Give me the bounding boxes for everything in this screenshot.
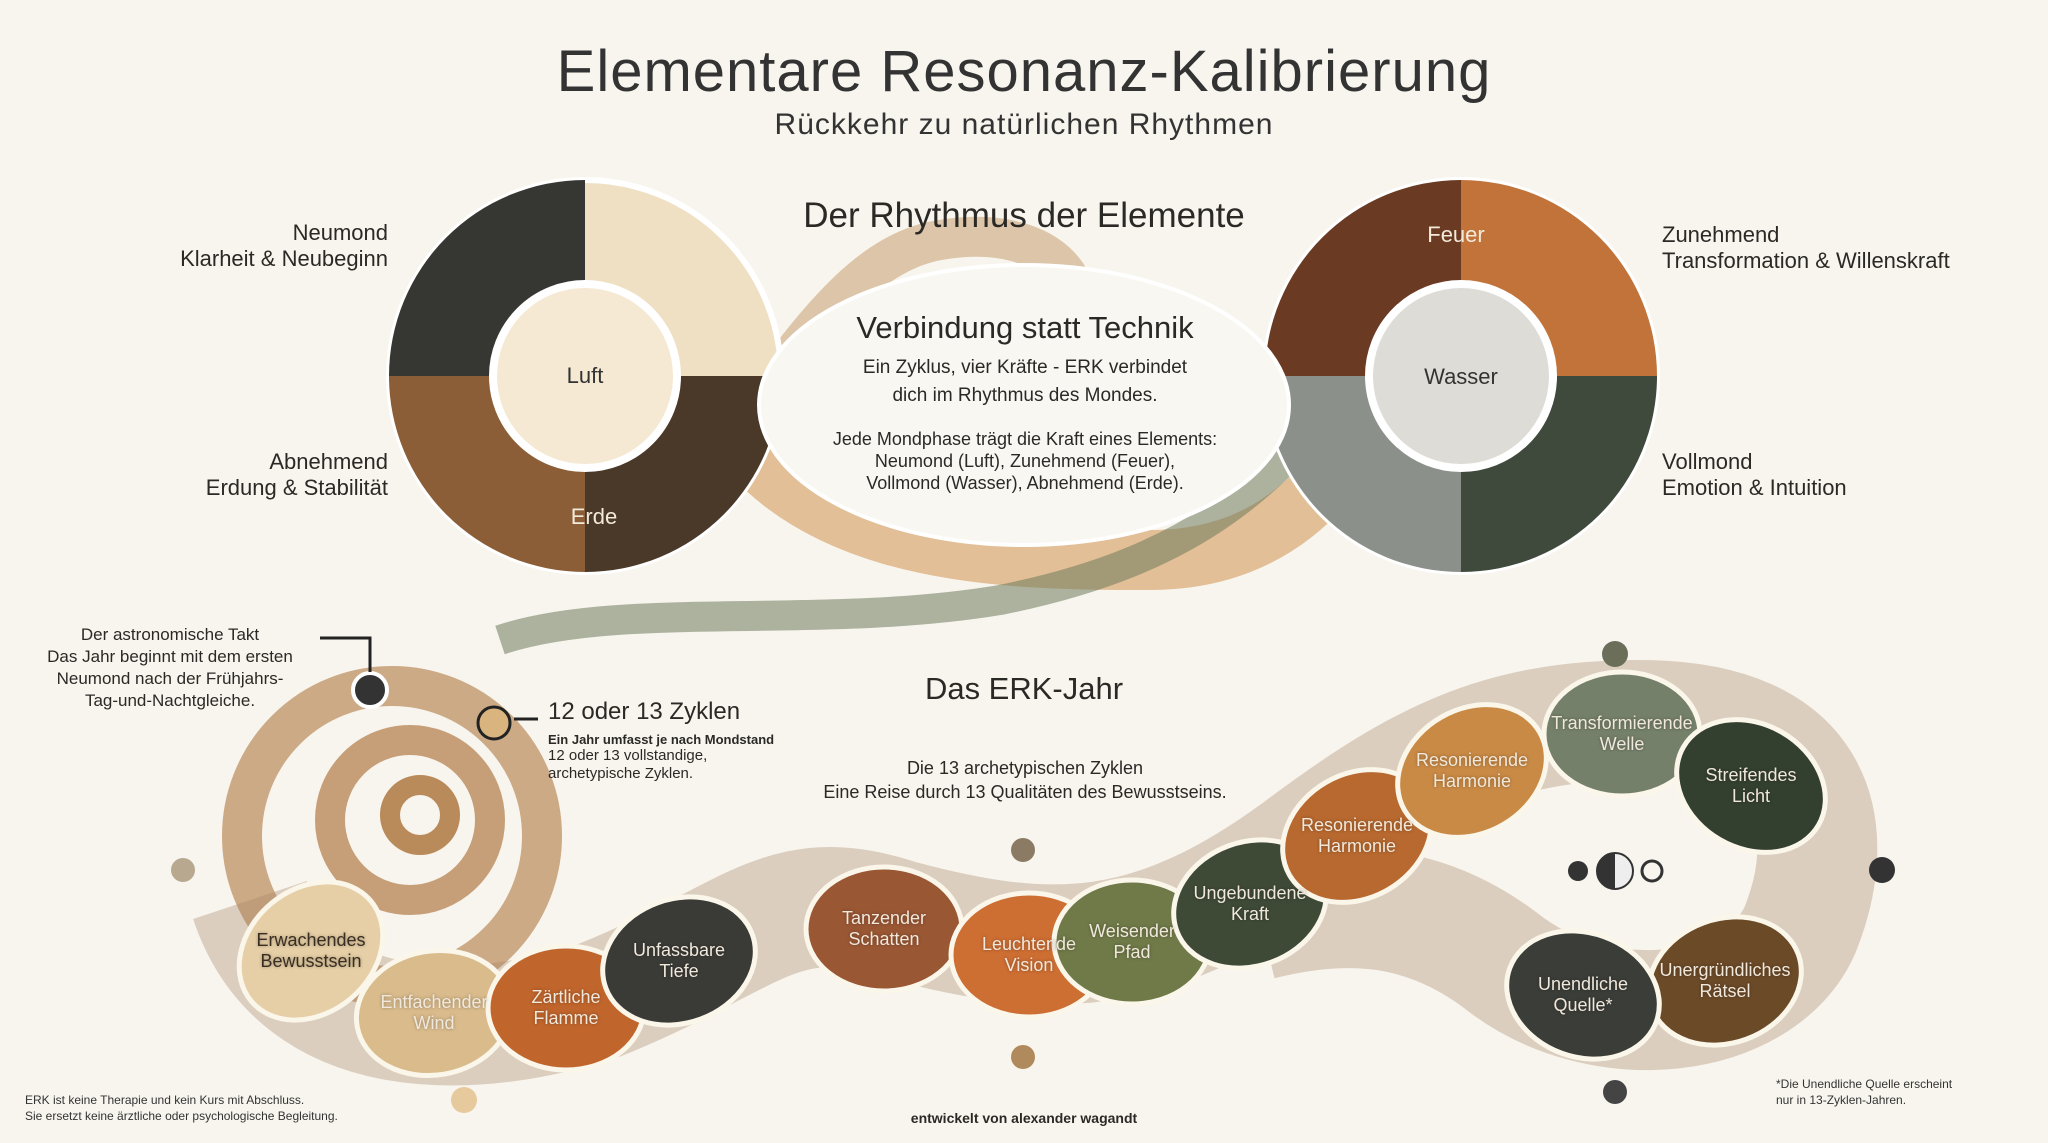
- moon-phase-icons: [171, 641, 1895, 1113]
- element-feuer: Feuer: [1427, 222, 1485, 247]
- center-line: Ein Zyklus, vier Kräfte - ERK verbindet: [862, 357, 1188, 378]
- cycle-moon-marker[interactable]: [476, 705, 512, 741]
- cycle-segment[interactable]: [211, 853, 410, 1048]
- center-detail: Neumond (Luft), Zunehmend (Feuer),: [874, 451, 1176, 471]
- center-title: Verbindung statt Technik: [856, 310, 1194, 345]
- year-section-title: Das ERK-Jahr: [924, 671, 1124, 706]
- disclaimer: ERK ist keine Therapie und kein Kurs mit…: [25, 1093, 338, 1123]
- center-detail: Vollmond (Wasser), Abnehmend (Erde).: [866, 473, 1184, 493]
- cycles-note: 12 oder 13 Zyklen Ein Jahr umfasst je na…: [548, 698, 775, 782]
- cycle-segment[interactable]: [584, 876, 773, 1046]
- center-oval: [757, 263, 1291, 547]
- element-luft: Luft: [566, 363, 604, 388]
- center-line: dich im Rhythmus des Mondes.: [892, 385, 1158, 406]
- center-detail: Jede Mondphase trägt die Kraft eines Ele…: [832, 429, 1218, 449]
- element-erde: Erde: [570, 504, 618, 529]
- elements-section-title: Der Rhythmus der Elemente: [803, 196, 1245, 235]
- page-title: Elementare Resonanz-Kalibrierung: [556, 39, 1492, 104]
- cycle-segment[interactable]: [1488, 910, 1677, 1080]
- element-wasser: Wasser: [1424, 364, 1498, 389]
- cycle-segment[interactable]: [1652, 693, 1849, 878]
- element-circle-right: [1262, 177, 1660, 575]
- cycle-segment[interactable]: [1373, 678, 1570, 863]
- new-moon-marker[interactable]: [351, 671, 389, 709]
- center-text: Verbindung statt Technik Ein Zyklus, vie…: [780, 310, 1270, 494]
- astro-connector: [320, 636, 372, 672]
- flow-strand-green: [495, 350, 1382, 655]
- page-subtitle: Rückkehr zu natürlichen Rhythmen: [774, 108, 1274, 141]
- credit: entwickelt von alexander wagandt: [910, 1110, 1138, 1126]
